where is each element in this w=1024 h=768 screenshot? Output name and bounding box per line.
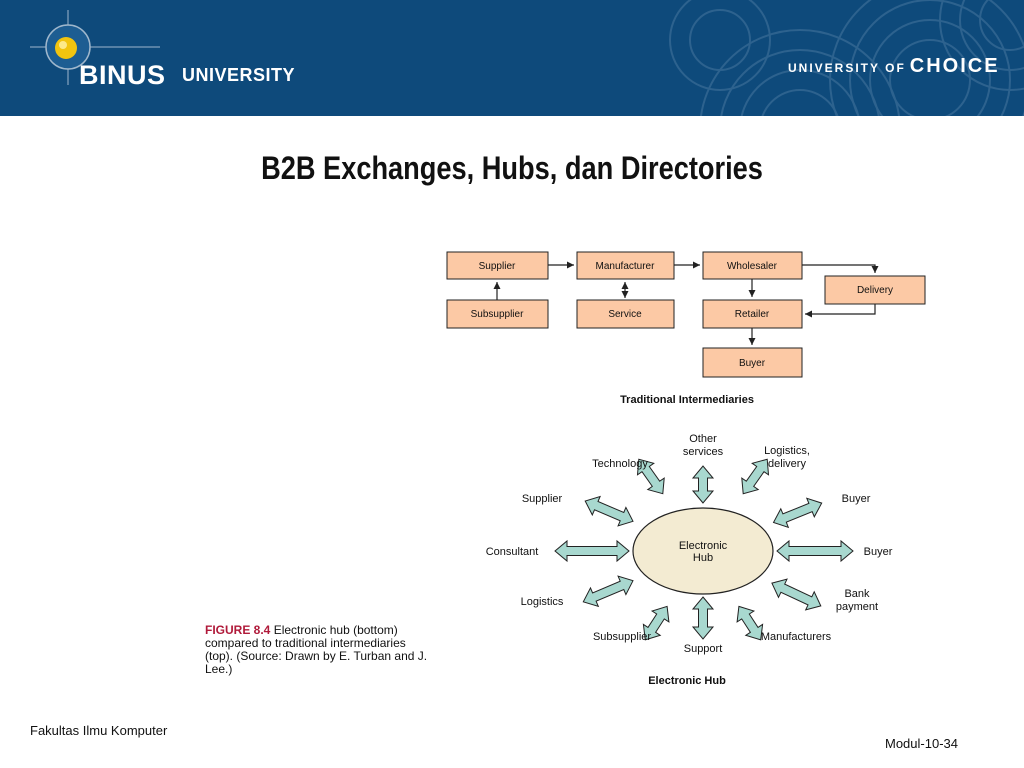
footer-module: Modul-10-34 — [885, 736, 958, 751]
box-delivery: Delivery — [824, 275, 926, 305]
traditional-arrows — [493, 261, 879, 345]
arrow-buyer-1 — [772, 497, 823, 529]
arrow-logistics-delivery — [741, 458, 770, 495]
spoke-label-payment: payment — [836, 601, 878, 613]
logo-text-binus: BINUS — [79, 60, 166, 90]
figure-label: FIGURE 8.4 — [205, 623, 271, 637]
hub-label-1: Electronic — [679, 540, 728, 552]
svg-text:Retailer: Retailer — [735, 309, 770, 320]
figure-text: Electronic hub (bottom) compared to trad… — [205, 623, 428, 676]
hub-circle: Electronic Hub — [632, 507, 774, 595]
spoke-label-logistics: Logistics — [521, 596, 564, 608]
tagline-small: UNIVERSITY OF — [788, 61, 906, 75]
arrow-subsupplier — [642, 605, 670, 641]
box-service: Service — [576, 299, 675, 329]
spoke-label-logistics-delivery-1: Logistics, — [764, 445, 810, 457]
box-supplier: Supplier — [446, 251, 549, 280]
arrow-buyer-2 — [776, 539, 854, 563]
slide-title: B2B Exchanges, Hubs, dan Directories — [261, 150, 763, 186]
spoke-label-services: services — [683, 446, 724, 458]
arrow-supplier — [584, 495, 634, 527]
tagline-big: CHOICE — [909, 55, 1000, 77]
arrow-consultant — [554, 539, 630, 563]
logo-globe-icon — [30, 10, 160, 85]
spoke-label-subsupplier: Subsupplier — [593, 631, 651, 643]
spoke-label-technology: Technology — [592, 458, 648, 470]
header-decoration — [30, 0, 1024, 116]
spoke-label-buyer-1: Buyer — [842, 493, 871, 505]
traditional-caption: Traditional Intermediaries — [620, 394, 754, 406]
hub-label-2: Hub — [693, 552, 713, 564]
svg-text:Delivery: Delivery — [857, 285, 893, 296]
spoke-label-supplier: Supplier — [522, 493, 563, 505]
hub-arrows — [554, 458, 854, 641]
spoke-label-support: Support — [684, 643, 723, 655]
spoke-label-logistics-delivery-2: delivery — [768, 458, 806, 470]
svg-text:Wholesaler: Wholesaler — [727, 261, 778, 272]
figure-caption: FIGURE 8.4 Electronic hub (bottom) compa… — [205, 624, 435, 676]
svg-text:Supplier: Supplier — [479, 261, 516, 272]
arrow-logistics — [582, 575, 634, 608]
spoke-label-buyer-2: Buyer — [864, 546, 893, 558]
box-subsupplier: Subsupplier — [446, 299, 549, 329]
logo-text-university: UNIVERSITY — [182, 65, 296, 85]
arrow-manufacturers — [736, 605, 764, 641]
hub-caption: Electronic Hub — [648, 675, 726, 687]
box-buyer: Buyer — [702, 347, 803, 378]
arrow-bank-payment — [771, 578, 822, 611]
spoke-label-consultant: Consultant — [486, 546, 539, 558]
spoke-label-manufacturers: Manufacturers — [761, 631, 832, 643]
spoke-label-bank: Bank — [844, 588, 870, 600]
svg-text:Service: Service — [608, 309, 642, 320]
svg-text:Manufacturer: Manufacturer — [596, 261, 656, 272]
arrow-other-services — [691, 465, 715, 504]
box-wholesaler: Wholesaler — [702, 251, 803, 280]
box-retailer: Retailer — [702, 299, 803, 329]
svg-text:Subsupplier: Subsupplier — [471, 309, 524, 320]
footer-faculty: Fakultas Ilmu Komputer — [30, 723, 168, 738]
svg-text:Buyer: Buyer — [739, 358, 766, 369]
arrow-technology — [636, 458, 665, 495]
box-manufacturer: Manufacturer — [576, 251, 675, 280]
spoke-label-other: Other — [689, 433, 717, 445]
arrow-support — [691, 596, 715, 640]
